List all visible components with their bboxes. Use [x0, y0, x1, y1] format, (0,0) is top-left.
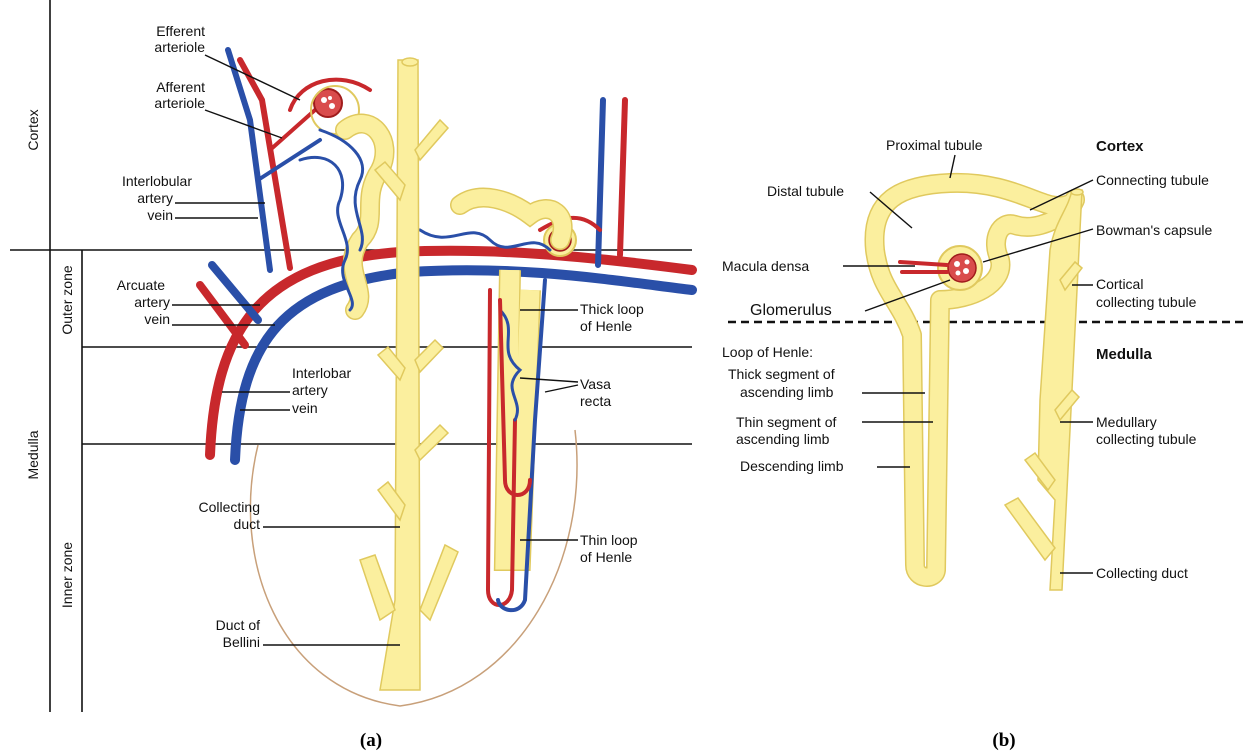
zone-medulla: Medulla: [25, 430, 41, 479]
label-cortical-collecting-1: Cortical: [1096, 276, 1143, 292]
zone-cortex: Cortex: [25, 109, 41, 150]
label-descending-limb: Descending limb: [740, 458, 844, 474]
label-connecting-tubule: Connecting tubule: [1096, 172, 1209, 188]
caption-a: (a): [360, 730, 382, 751]
label-interlobar-3: vein: [292, 400, 318, 416]
zone-inner: Inner zone: [59, 542, 75, 608]
label-efferent-2: arteriole: [154, 39, 205, 55]
label-thick-loop-1: Thick loop: [580, 301, 644, 317]
zone-outer: Outer zone: [59, 265, 75, 334]
label-interlobar-2: artery: [292, 382, 328, 398]
label-thin-loop-2: of Henle: [580, 549, 632, 565]
label-proximal-tubule: Proximal tubule: [886, 137, 983, 153]
label-arcuate-1: Arcuate: [117, 277, 165, 293]
label-macula-densa: Macula densa: [722, 258, 809, 274]
label-arcuate-3: vein: [144, 311, 170, 327]
label-thin-ascending-1: Thin segment of: [736, 414, 836, 430]
collecting-duct-b: [1005, 189, 1083, 590]
label-bowmans-capsule: Bowman's capsule: [1096, 222, 1213, 238]
label-distal-tubule: Distal tubule: [767, 183, 844, 199]
label-thin-loop-1: Thin loop: [580, 532, 638, 548]
label-loop-of-henle: Loop of Henle:: [722, 344, 813, 360]
label-efferent-1: Efferent: [156, 23, 205, 39]
label-thick-loop-2: of Henle: [580, 318, 632, 334]
label-interlobar-1: Interlobar: [292, 365, 351, 381]
label-cortex-b: Cortex: [1096, 138, 1144, 155]
label-interlobular-2: artery: [137, 190, 173, 206]
label-afferent-1: Afferent: [156, 79, 205, 95]
nephron-a-right: [420, 198, 563, 611]
label-glomerulus: Glomerulus: [750, 302, 832, 319]
label-medulla-b: Medulla: [1096, 346, 1152, 363]
label-thick-ascending-2: ascending limb: [740, 384, 834, 400]
label-interlobular-3: vein: [147, 207, 173, 223]
label-interlobular-1: Interlobular: [122, 173, 192, 189]
label-cortical-collecting-2: collecting tubule: [1096, 294, 1197, 310]
label-duct-bellini-2: Bellini: [223, 634, 260, 650]
zone-grid: [10, 0, 692, 712]
label-afferent-2: arteriole: [154, 95, 205, 111]
label-thin-ascending-2: ascending limb: [736, 431, 830, 447]
label-arcuate-2: artery: [134, 294, 170, 310]
label-thick-ascending-1: Thick segment of: [728, 366, 835, 382]
caption-b: (b): [992, 730, 1015, 751]
label-collecting-duct-2: duct: [234, 516, 261, 532]
label-duct-bellini-1: Duct of: [216, 617, 260, 633]
label-vasa-recta-2: recta: [580, 393, 611, 409]
label-medullary-collecting-1: Medullary: [1096, 414, 1157, 430]
panel-a: Cortex Medulla Outer zone Inner zone: [10, 0, 692, 751]
label-medullary-collecting-2: collecting tubule: [1096, 431, 1197, 447]
label-collecting-duct-b: Collecting duct: [1096, 565, 1188, 581]
label-collecting-duct-1: Collecting: [199, 499, 260, 515]
panel-b: Proximal tubule Cortex Distal tubule Con…: [722, 137, 1245, 751]
label-vasa-recta-1: Vasa: [580, 376, 611, 392]
arcuate-vessels: [200, 50, 692, 460]
